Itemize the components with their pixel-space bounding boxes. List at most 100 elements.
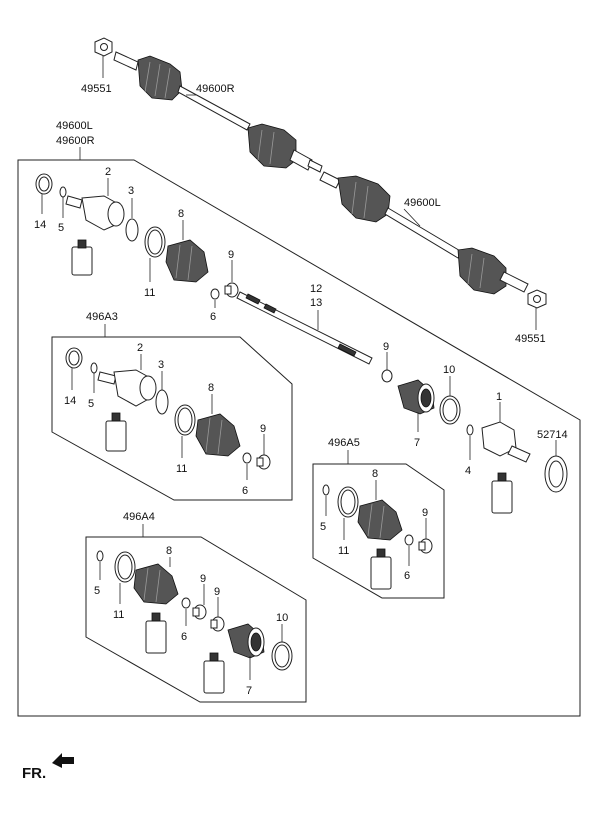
label-11-a4: 11 [113,609,124,621]
joint-2 [65,195,125,231]
label-6-a3: 6 [242,485,248,497]
grease-tube-a4-left [145,612,167,654]
grease-tube-a3 [105,412,127,452]
clamp-9b [381,369,393,383]
label-12: 12 [310,283,322,295]
label-3: 3 [128,185,134,197]
label-13: 13 [310,297,322,309]
shaft-12-13 [236,291,373,365]
label-5-a5: 5 [320,521,326,533]
nut-49551-top [94,37,113,57]
front-arrow-icon [52,753,74,768]
grease-tube-right [491,472,513,514]
label-8-a4: 8 [166,545,172,557]
circlip-6-a3 [242,452,252,464]
label-9-a5: 9 [422,507,428,519]
label-49600l-head: 49600L [56,120,93,132]
circlip-5-a4 [96,550,104,562]
label-9b: 9 [383,341,389,353]
circlip-4 [466,424,474,436]
boot-8 [165,239,209,283]
label-14: 14 [34,219,46,231]
label-49600r-top: 49600R [196,83,235,95]
clamp-9 [224,282,239,298]
band-10-a4 [271,641,293,671]
band-11-a5 [337,486,359,518]
grease-tube-main [71,239,93,276]
band-11-a4 [114,551,136,583]
label-496a4: 496A4 [123,511,155,523]
label-9-a3: 9 [260,423,266,435]
label-5: 5 [58,222,64,234]
label-49600l-shaft: 49600L [404,197,441,209]
main-assembly-frame [17,159,581,717]
boot-8-a3 [195,413,241,457]
label-11-a3: 11 [176,463,187,475]
label-6-a5: 6 [404,570,410,582]
label-3-a3: 3 [158,359,164,371]
front-label: FR. [22,765,46,782]
circlip-5 [59,186,67,198]
label-49600r-head: 49600R [56,135,95,147]
label-8-a3: 8 [208,382,214,394]
nut-49551-bottom [527,289,547,309]
cv-joint-7 [397,379,435,415]
circlip-5-a3 [90,362,98,374]
label-7-a4: 7 [246,685,252,697]
group-frame-496a5 [312,463,445,599]
band-11-a3 [174,404,196,436]
label-49551-top: 49551 [81,83,112,95]
group-frame-496a3 [51,336,293,501]
tone-ring-52714 [544,455,568,493]
label-8: 8 [178,208,184,220]
label-2-a3: 2 [137,342,143,354]
circlip-5-a5 [322,484,330,496]
label-8-a5: 8 [372,468,378,480]
label-2: 2 [105,166,111,178]
clamp-9-a5 [418,538,433,554]
ring-14-a3 [65,347,83,369]
boot-8-a4 [133,563,179,605]
ring-14 [35,173,53,195]
label-49551-bottom: 49551 [515,333,546,345]
boot-8-a5 [357,499,403,541]
snap-ring-3-a3 [155,389,169,415]
label-9: 9 [228,249,234,261]
label-10-a4: 10 [276,612,288,624]
label-14-a3: 14 [64,395,76,407]
label-1: 1 [496,391,502,403]
label-10: 10 [443,364,455,376]
clamp-9-a4-a [192,604,207,620]
grease-tube-a4-right [203,652,225,694]
label-9a-a4: 9 [200,573,206,585]
drive-shaft-49600L [319,171,547,330]
label-7: 7 [414,437,420,449]
circlip-6-a4 [181,597,191,609]
label-5-a4: 5 [94,585,100,597]
snap-ring-3 [125,218,139,242]
outer-joint-1 [481,421,531,463]
label-6: 6 [210,311,216,323]
label-4: 4 [465,465,471,477]
label-52714: 52714 [537,429,568,441]
label-11: 11 [144,287,155,299]
label-496a3: 496A3 [86,311,118,323]
label-9b-a4: 9 [214,586,220,598]
clamp-9-a4-b [210,616,225,632]
label-496a5: 496A5 [328,437,360,449]
circlip-6 [210,288,220,300]
label-6-a4: 6 [181,631,187,643]
joint-2-a3 [97,369,157,407]
band-10 [439,395,461,425]
circlip-6-a5 [404,534,414,546]
clamp-9-a3 [256,454,271,470]
label-11-a5: 11 [338,545,349,557]
drive-shaft-49600R [94,37,323,173]
front-direction-indicator: FR. [22,753,74,782]
group-frame-496a4 [85,536,307,703]
cv-joint-7-a4 [227,623,265,659]
label-5-a3: 5 [88,398,94,410]
grease-tube-a5 [370,548,392,590]
band-11 [144,226,166,258]
